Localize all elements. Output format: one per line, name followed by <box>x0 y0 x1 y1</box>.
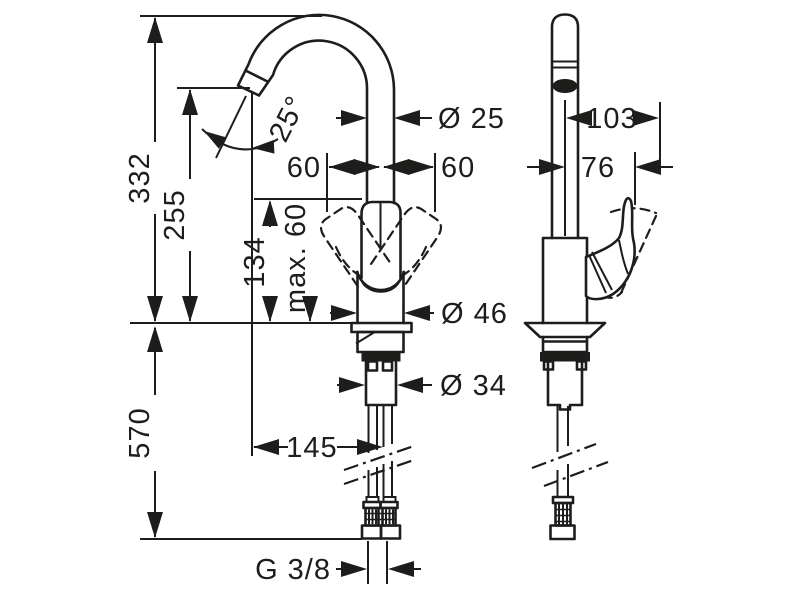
clip-left <box>366 360 379 372</box>
dim-body-height-label: 134 <box>239 236 271 287</box>
dim-swivel-left-label: 60 <box>287 152 321 184</box>
dim-shank-diameter: Ø 34 <box>337 370 507 402</box>
handle-side <box>584 196 636 301</box>
dim-spout-height-label: 255 <box>159 189 191 240</box>
seal-ring-side <box>540 352 590 362</box>
body-dome-inner <box>361 281 400 293</box>
hose-fittings-front <box>360 496 402 540</box>
dim-swivel-right-label: 60 <box>441 152 475 184</box>
base-flange <box>350 321 413 334</box>
spout-outline <box>236 13 396 205</box>
dimensions-front: 332 255 570 134 max. 60 <box>124 15 508 586</box>
dim-side-offset-label: 76 <box>581 152 615 184</box>
body-side <box>541 236 589 325</box>
dim-max-thickness-label: max. 60 <box>280 203 312 313</box>
dimensions-side: 103 76 <box>527 102 673 205</box>
dim-body-height: 134 <box>239 200 278 322</box>
dim-connection-thread: G 3/8 <box>255 554 421 586</box>
clip-right <box>381 360 394 372</box>
dim-spout-angle-label: 25° <box>263 91 313 147</box>
shank-side <box>546 359 584 411</box>
hoses-front <box>367 405 393 497</box>
dim-side-projection-label: 103 <box>586 103 637 135</box>
hose-side <box>556 406 569 497</box>
front-view <box>236 13 443 540</box>
dim-total-height-label: 332 <box>124 152 156 203</box>
seal-ring <box>361 352 401 362</box>
dim-shank-diameter-label: Ø 34 <box>440 370 507 402</box>
dim-pipe-diameter-label: Ø 25 <box>438 103 505 135</box>
dim-connection-thread-label: G 3/8 <box>255 554 331 586</box>
break-lines-side <box>531 442 609 488</box>
break-lines-front <box>343 444 415 486</box>
dim-spout-reach-label: 145 <box>286 432 337 464</box>
dim-base-diameter: Ø 46 <box>330 298 508 330</box>
body-cylinder <box>356 270 405 325</box>
body-dome-outer <box>355 270 406 292</box>
handle-side-details <box>588 239 629 294</box>
dim-spout-angle: 25° <box>200 91 313 159</box>
dim-total-height: 332 <box>124 17 163 322</box>
dim-spout-height: 255 <box>159 89 198 322</box>
angle-reference-line <box>215 95 247 159</box>
hose-fitting-side <box>549 495 576 541</box>
dim-base-diameter-label: Ø 46 <box>441 298 508 330</box>
handle-front <box>360 200 402 280</box>
dim-hose-length: 570 <box>124 326 163 538</box>
spout-tip-collar <box>244 69 269 83</box>
dim-swivel-range: 60 60 <box>287 152 475 184</box>
spout-outlet-side <box>552 79 578 93</box>
flange-band-side <box>541 335 589 354</box>
dim-spout-reach: 145 <box>253 432 383 464</box>
dim-side-offset: 76 <box>527 152 673 184</box>
dim-hose-length-label: 570 <box>124 407 156 458</box>
base-sketch-line <box>355 331 375 345</box>
dim-pipe-diameter: Ø 25 <box>336 103 505 135</box>
base-block <box>356 330 405 354</box>
spout-tube-side <box>550 13 580 240</box>
flange-side <box>523 321 607 339</box>
dim-side-projection: 103 <box>566 103 659 135</box>
dim-max-thickness: max. 60 <box>280 203 318 322</box>
tube-collar-lines <box>552 60 578 69</box>
side-view <box>523 13 658 541</box>
